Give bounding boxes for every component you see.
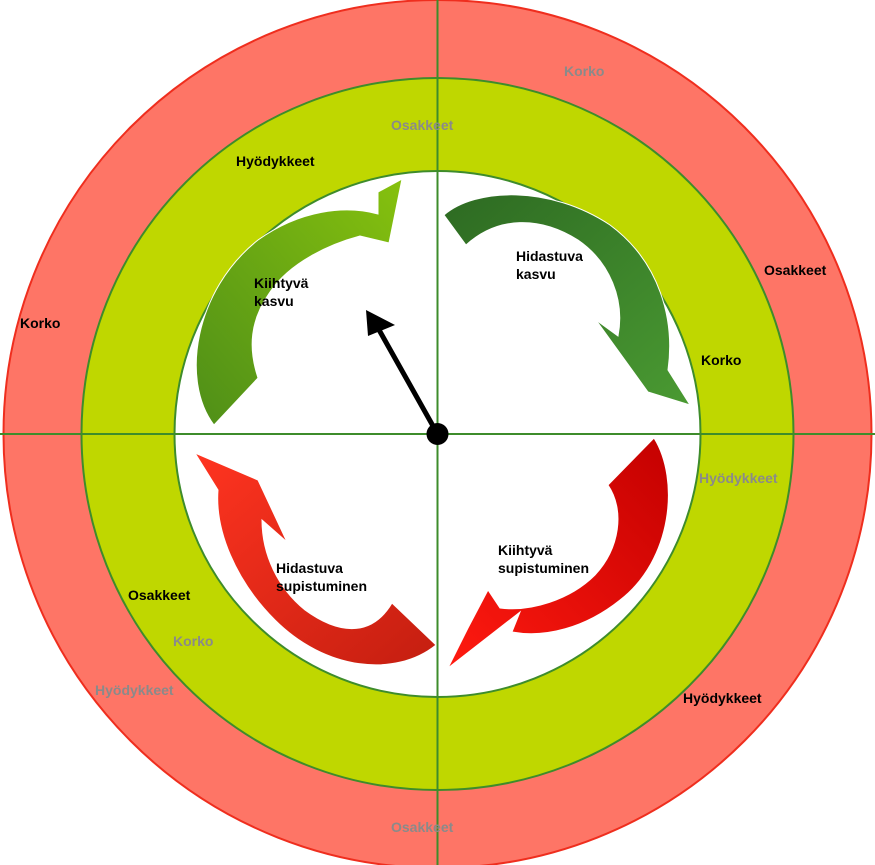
label-hyodykkeet-bottomright: Hyödykkeet (683, 690, 762, 706)
label-osakkeet-bottomleft: Osakkeet (128, 587, 191, 603)
label-korko-right: Korko (701, 352, 741, 368)
pointer-head (366, 310, 395, 336)
arrow-slowing-contraction (193, 451, 437, 666)
arrow-accelerating-contraction (447, 437, 669, 669)
pointer-needle (375, 325, 440, 437)
label-korko-top-outer: Korko (564, 63, 604, 79)
phase-label-accelerating-growth: Kiihtyvä kasvu (254, 275, 312, 309)
label-hyodykkeet-bottomleft: Hyödykkeet (95, 682, 174, 698)
label-osakkeet-bottom: Osakkeet (391, 819, 454, 835)
label-hyodykkeet-topleft: Hyödykkeet (236, 153, 315, 169)
arrow-accelerating-growth (195, 178, 403, 426)
arrow-slowing-growth (443, 194, 692, 406)
phase-label-slowing-contraction: Hidastuva supistuminen (276, 560, 367, 594)
label-osakkeet-top-inner: Osakkeet (391, 117, 454, 133)
label-hyodykkeet-right: Hyödykkeet (699, 470, 778, 486)
pointer-hub (426, 423, 449, 445)
label-korko-left: Korko (20, 315, 60, 331)
label-korko-bottomleft: Korko (173, 633, 213, 649)
label-osakkeet-right: Osakkeet (764, 262, 827, 278)
phase-label-accelerating-contraction: Kiihtyvä supistuminen (498, 542, 589, 576)
phase-label-slowing-growth: Hidastuva kasvu (516, 248, 587, 282)
